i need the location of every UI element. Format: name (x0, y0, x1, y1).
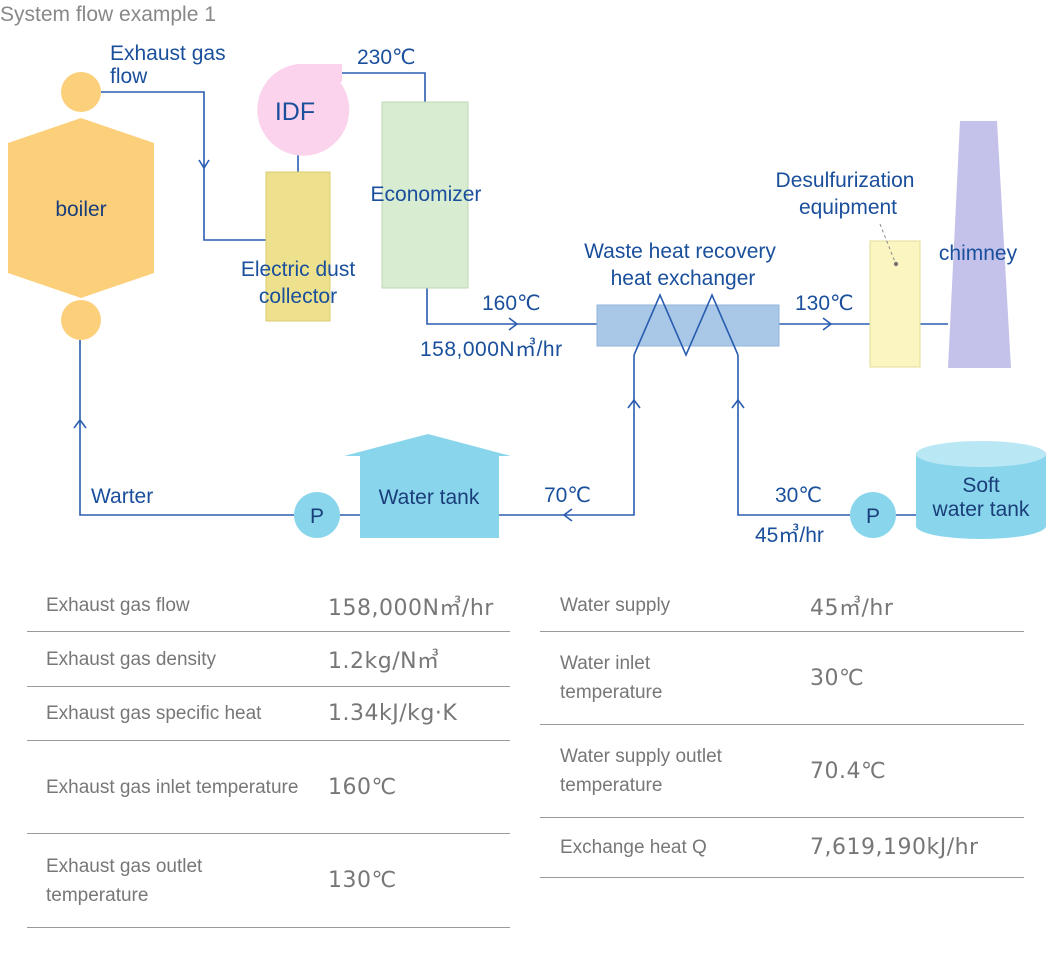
idf-to-economizer-line (342, 72, 426, 102)
chimney-shape (948, 121, 1011, 368)
up-arrow (627, 398, 641, 409)
pump-circle (294, 492, 340, 538)
flow-arrows (73, 159, 833, 522)
up-arrow (73, 418, 87, 429)
table-row: Water supply outlet temperature 70.4℃ (540, 725, 1024, 818)
boiler-body (8, 118, 154, 298)
dust-collector-label-line2: collector (259, 285, 337, 308)
pump-main: P (294, 492, 340, 538)
row-value: 1.34kJ/kg·K (328, 701, 458, 726)
row-value: 130℃ (328, 868, 397, 893)
page-title: System flow example 1 (0, 3, 216, 26)
soft-water-tank-body (916, 454, 1046, 539)
dust-collector-box (265, 171, 331, 322)
economizer-box (381, 101, 469, 289)
desulf-leader-line (879, 223, 896, 263)
table-row: Water inlet temperature 30℃ (540, 632, 1024, 725)
exhaust-gas-table: Exhaust gas flow 158,000N㎥/hr Exhaust ga… (27, 580, 510, 928)
heat-exchanger-coil (633, 292, 739, 358)
heat-exchanger-box (596, 304, 780, 347)
exhaust-gas-flow-label-line1: Exhaust gas (110, 42, 226, 65)
pump-label: P (310, 505, 324, 528)
water-tank-roof (344, 434, 511, 456)
water-supply-table: Water supply 45㎥/hr Water inlet temperat… (540, 580, 1024, 878)
flow-45-label: 45㎥/hr (755, 523, 824, 547)
boiler-top-drum (61, 72, 101, 112)
idf-fan-shape (257, 64, 350, 156)
row-label: Exhaust gas outlet temperature (46, 855, 203, 906)
left-arrow (562, 508, 573, 522)
heat-exchanger-label-line2: heat exchanger (611, 267, 756, 290)
soft-water-tank-label-line1: Soft (962, 474, 1000, 497)
boiler: boiler (8, 72, 154, 340)
system-flow-diagram: boiler IDF Economizer Electric dust coll… (8, 42, 1046, 547)
row-label: Exchange heat Q (560, 837, 707, 858)
right-arrow (822, 317, 833, 331)
pump-circle (850, 492, 896, 538)
row-value: 30℃ (810, 665, 865, 691)
table-row: Exhaust gas outlet temperature 130℃ (27, 834, 510, 928)
row-label: Exhaust gas specific heat (46, 703, 262, 724)
row-value: 45㎥/hr (810, 595, 894, 621)
dust-collector-label-line1: Electric dust (241, 258, 356, 281)
temp-130-label: 130℃ (795, 292, 854, 315)
warter-label: Warter (91, 485, 153, 508)
table-row: Exhaust gas flow 158,000N㎥/hr (27, 580, 510, 632)
economizer-label: Economizer (371, 183, 482, 206)
desulf-leader-dot (893, 261, 899, 267)
table-row: Exhaust gas inlet temperature 160℃ (27, 741, 510, 834)
right-arrow (508, 317, 519, 331)
desulf-label-line1: Desulfurization (776, 169, 915, 192)
soft-water-tank: Soft water tank (916, 441, 1046, 539)
table-row: Exhaust gas density 1.2kg/N㎥ (27, 632, 510, 687)
exchanger-to-water-tank-line (499, 355, 635, 516)
desulfurization-box (869, 240, 921, 368)
table-row: Exchange heat Q 7,619,190kJ/hr (540, 818, 1024, 878)
exhaust-line-boiler-to-collector (101, 91, 266, 241)
row-label: Water supply outlet temperature (560, 746, 722, 796)
heat-exchanger (596, 292, 780, 358)
temp-230-label: 230℃ (357, 46, 416, 69)
down-arrow (198, 159, 210, 170)
idf-fan: IDF (257, 64, 350, 156)
water-tank: Water tank (344, 434, 511, 538)
soft-water-tank-top (916, 441, 1046, 467)
row-label: Exhaust gas flow (46, 595, 190, 616)
row-label: Water inlet temperature (560, 653, 663, 703)
temp-30-label: 30℃ (775, 484, 822, 507)
row-value: 158,000N㎥/hr (328, 595, 494, 621)
temp-160-label: 160℃ (482, 292, 541, 315)
boiler-label: boiler (55, 198, 106, 221)
pump-label: P (866, 505, 880, 528)
row-value: 70.4℃ (810, 758, 887, 784)
row-value: 1.2kg/N㎥ (328, 649, 440, 674)
table-row: Exhaust gas specific heat 1.34kJ/kg·K (27, 687, 510, 741)
row-value: 160℃ (328, 774, 397, 800)
water-tank-label: Water tank (379, 486, 480, 509)
flow-158000-label: 158,000N㎥/hr (420, 337, 563, 361)
chimney-label: chimney (939, 242, 1018, 265)
heat-exchanger-label-line1: Waste heat recovery (584, 240, 776, 263)
idf-label: IDF (275, 98, 315, 126)
exhaust-gas-flow-label-line2: flow (110, 65, 148, 88)
desulf-label-line2: equipment (799, 196, 897, 219)
pump-softwater: P (850, 492, 896, 538)
softwater-to-exchanger-line (737, 355, 850, 516)
economizer-to-exchanger-line (426, 288, 597, 325)
row-label: Exhaust gas inlet temperature (46, 776, 299, 798)
water-tank-body (360, 456, 499, 538)
boiler-bottom-drum (61, 300, 101, 340)
pump-to-boiler-line (79, 340, 294, 516)
table-row: Water supply 45㎥/hr (540, 580, 1024, 632)
flow-lines (79, 72, 948, 516)
up-arrow (731, 398, 745, 409)
row-label: Water supply (560, 595, 671, 616)
soft-water-tank-label-line2: water tank (932, 498, 1030, 521)
temp-70-label: 70℃ (544, 484, 591, 507)
row-label: Exhaust gas density (46, 648, 217, 670)
row-value: 7,619,190kJ/hr (810, 835, 979, 860)
